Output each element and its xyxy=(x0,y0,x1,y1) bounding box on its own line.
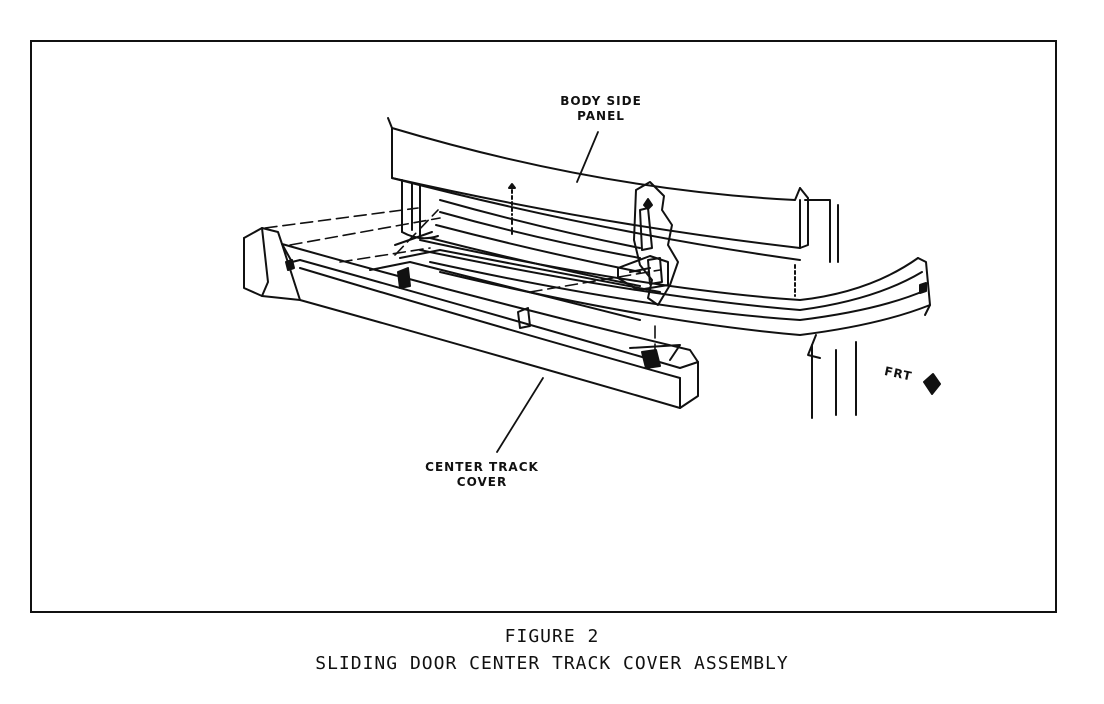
body-side-panel-leader xyxy=(576,131,599,183)
center-track-cover-leader xyxy=(496,377,544,453)
body-side-panel xyxy=(387,117,839,263)
front-arrow-icon xyxy=(923,373,941,395)
figure-frame xyxy=(30,40,1057,613)
center-track-cover xyxy=(243,227,699,409)
cutaway-bracket xyxy=(617,181,679,306)
figure-title: SLIDING DOOR CENTER TRACK COVER ASSEMBLY xyxy=(315,653,789,674)
body-rail xyxy=(419,239,931,419)
center-track-cover-label: CENTER TRACK COVER xyxy=(425,460,539,489)
alignment-lines xyxy=(264,207,661,353)
center-track xyxy=(394,183,796,297)
figure-number: FIGURE 2 xyxy=(504,626,600,647)
body-side-panel-label: BODY SIDE PANEL xyxy=(560,94,642,123)
